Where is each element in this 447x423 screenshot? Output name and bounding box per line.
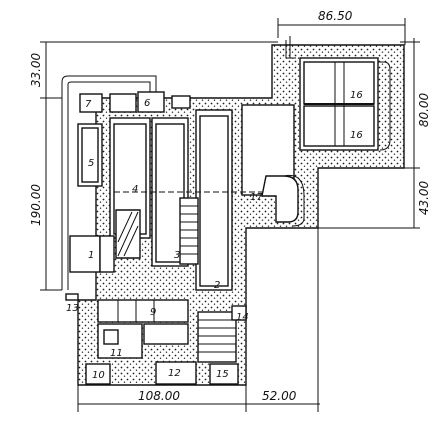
- dimension-right-upper: 80.00: [417, 92, 431, 127]
- hall-block-16: [285, 36, 391, 151]
- room-number-6: 6: [144, 98, 150, 109]
- room-number-7: 7: [85, 99, 92, 110]
- dimension-bottom-left: 108.00: [138, 389, 180, 403]
- room-number-16-lower: 16: [350, 130, 363, 141]
- room-number-12: 12: [168, 368, 181, 379]
- room-number-1: 1: [88, 250, 94, 261]
- unit-17: [261, 174, 305, 227]
- dimension-bottom-right: 52.00: [262, 389, 297, 403]
- room-number-16-upper: 16: [350, 90, 363, 101]
- room-number-9: 9: [150, 307, 156, 318]
- room-number-11: 11: [110, 348, 123, 359]
- dimension-left-top: 33.00: [29, 52, 43, 87]
- room-number-4: 4: [132, 184, 138, 195]
- left-rooms: [69, 123, 115, 273]
- room-number-14: 14: [236, 312, 249, 323]
- room-number-15: 15: [216, 369, 229, 380]
- central-buildings: [109, 104, 295, 291]
- room-number-5: 5: [88, 158, 94, 169]
- room-number-3: 3: [174, 250, 180, 261]
- room-number-17: 17: [250, 192, 263, 203]
- room-number-2: 2: [214, 280, 220, 291]
- room-number-10: 10: [92, 370, 105, 381]
- room-numbers: 1 2 3 4 5 6 7 9 10 11 12 13 14 15 16 16 …: [66, 90, 363, 381]
- lower-section: [65, 293, 247, 385]
- room-number-13: 13: [66, 303, 79, 314]
- dimension-right-lower: 43.00: [417, 180, 431, 215]
- dimension-left-height: 190.00: [29, 184, 43, 226]
- top-rooms: [79, 91, 191, 113]
- dimension-top-width: 86.50: [318, 9, 353, 23]
